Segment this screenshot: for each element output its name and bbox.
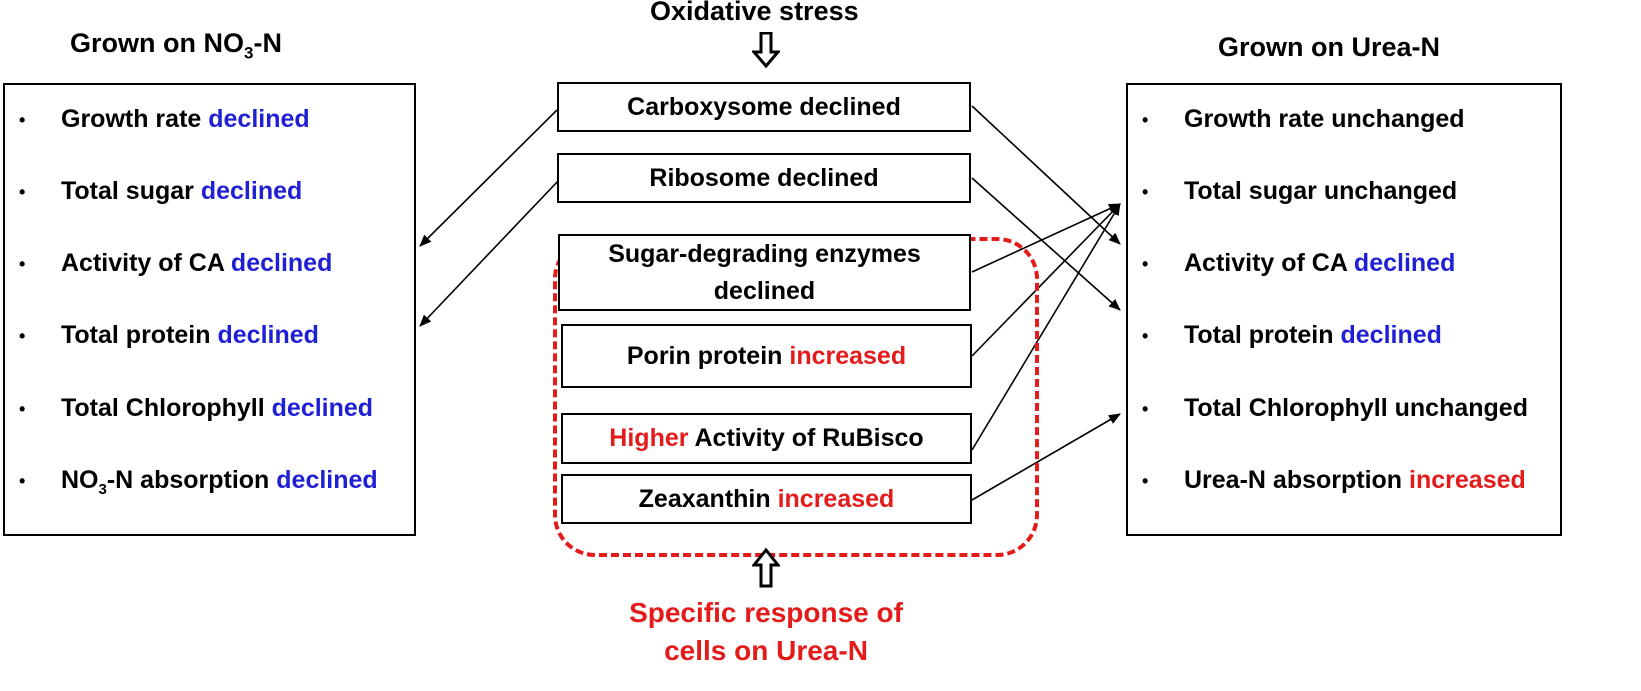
status-increased: increased [777, 484, 895, 513]
highlight-higher: Higher [609, 424, 689, 452]
bullet: • [1142, 109, 1149, 130]
bullet: • [19, 325, 26, 346]
arrow-rubisco-right [971, 203, 1121, 451]
status-increased: increased [789, 341, 907, 370]
carboxysome-box: Carboxysome declined [557, 82, 971, 132]
down-hollow-arrow-icon [752, 32, 780, 68]
list-item: •Activity of CA declined [19, 249, 333, 277]
list-item: •Total sugar declined [19, 177, 303, 205]
specific-response-label: Specific response of cells on Urea-N [629, 597, 903, 666]
bullet: • [19, 470, 26, 491]
list-item: •Activity of CA declined [1142, 249, 1456, 277]
list-item: •NO3-N absorption declined [19, 466, 378, 498]
ribosome-box: Ribosome declined [557, 153, 971, 203]
list-item: •Total Chlorophyll unchanged [1142, 394, 1528, 422]
status-declined: declined [1340, 321, 1442, 349]
bullet: • [1142, 181, 1149, 202]
list-item: •Total Chlorophyll declined [19, 394, 374, 422]
status-declined: declined [230, 249, 333, 277]
bullet: • [19, 398, 26, 419]
right-panel: •Growth rate unchanged •Total sugar unch… [1126, 83, 1562, 536]
rubisco-box: Higher Activity of RuBisco [561, 413, 972, 464]
porin-protein-box: Porin protein increased [561, 324, 972, 388]
status-declined: declined [208, 105, 310, 133]
list-item: •Urea-N absorption increased [1142, 466, 1526, 494]
list-item: •Total protein declined [1142, 321, 1442, 349]
arrow-zeaxanthin-right [971, 413, 1121, 501]
bullet: • [19, 253, 26, 274]
bullet: • [19, 109, 26, 130]
arrow-carboxysome-right [971, 105, 1121, 245]
status-increased: increased [1409, 466, 1526, 494]
status-declined: declined [200, 177, 303, 205]
left-panel: •Growth rate declined •Total sugar decli… [3, 83, 416, 536]
status-declined: declined [217, 321, 319, 349]
list-item: •Total protein declined [19, 321, 319, 349]
bullet: • [1142, 325, 1149, 346]
up-hollow-arrow-icon [752, 548, 780, 588]
sugar-degrading-enzymes-box: Sugar-degrading enzymes declined [558, 234, 971, 311]
bullet: • [19, 181, 26, 202]
status-declined: declined [276, 466, 378, 494]
right-panel-title: Grown on Urea-N [1218, 32, 1441, 62]
list-item: •Growth rate declined [19, 105, 310, 133]
zeaxanthin-box: Zeaxanthin increased [561, 474, 972, 524]
arrow-porin-right [971, 203, 1121, 357]
arrow-sugar-right [971, 203, 1121, 273]
arrow-carboxysome-left [419, 109, 558, 247]
bullet: • [1142, 470, 1149, 491]
list-item: •Growth rate unchanged [1142, 105, 1465, 133]
status-declined: declined [271, 394, 374, 422]
left-panel-title: Grown on NO3-N [70, 28, 282, 63]
status-declined: declined [1353, 249, 1456, 277]
bullet: • [1142, 398, 1149, 419]
bullet: • [1142, 253, 1149, 274]
list-item: •Total sugar unchanged [1142, 177, 1458, 205]
arrow-ribosome-right [971, 177, 1121, 311]
oxidative-stress-label: Oxidative stress [650, 0, 859, 26]
arrow-ribosome-left [419, 179, 560, 327]
